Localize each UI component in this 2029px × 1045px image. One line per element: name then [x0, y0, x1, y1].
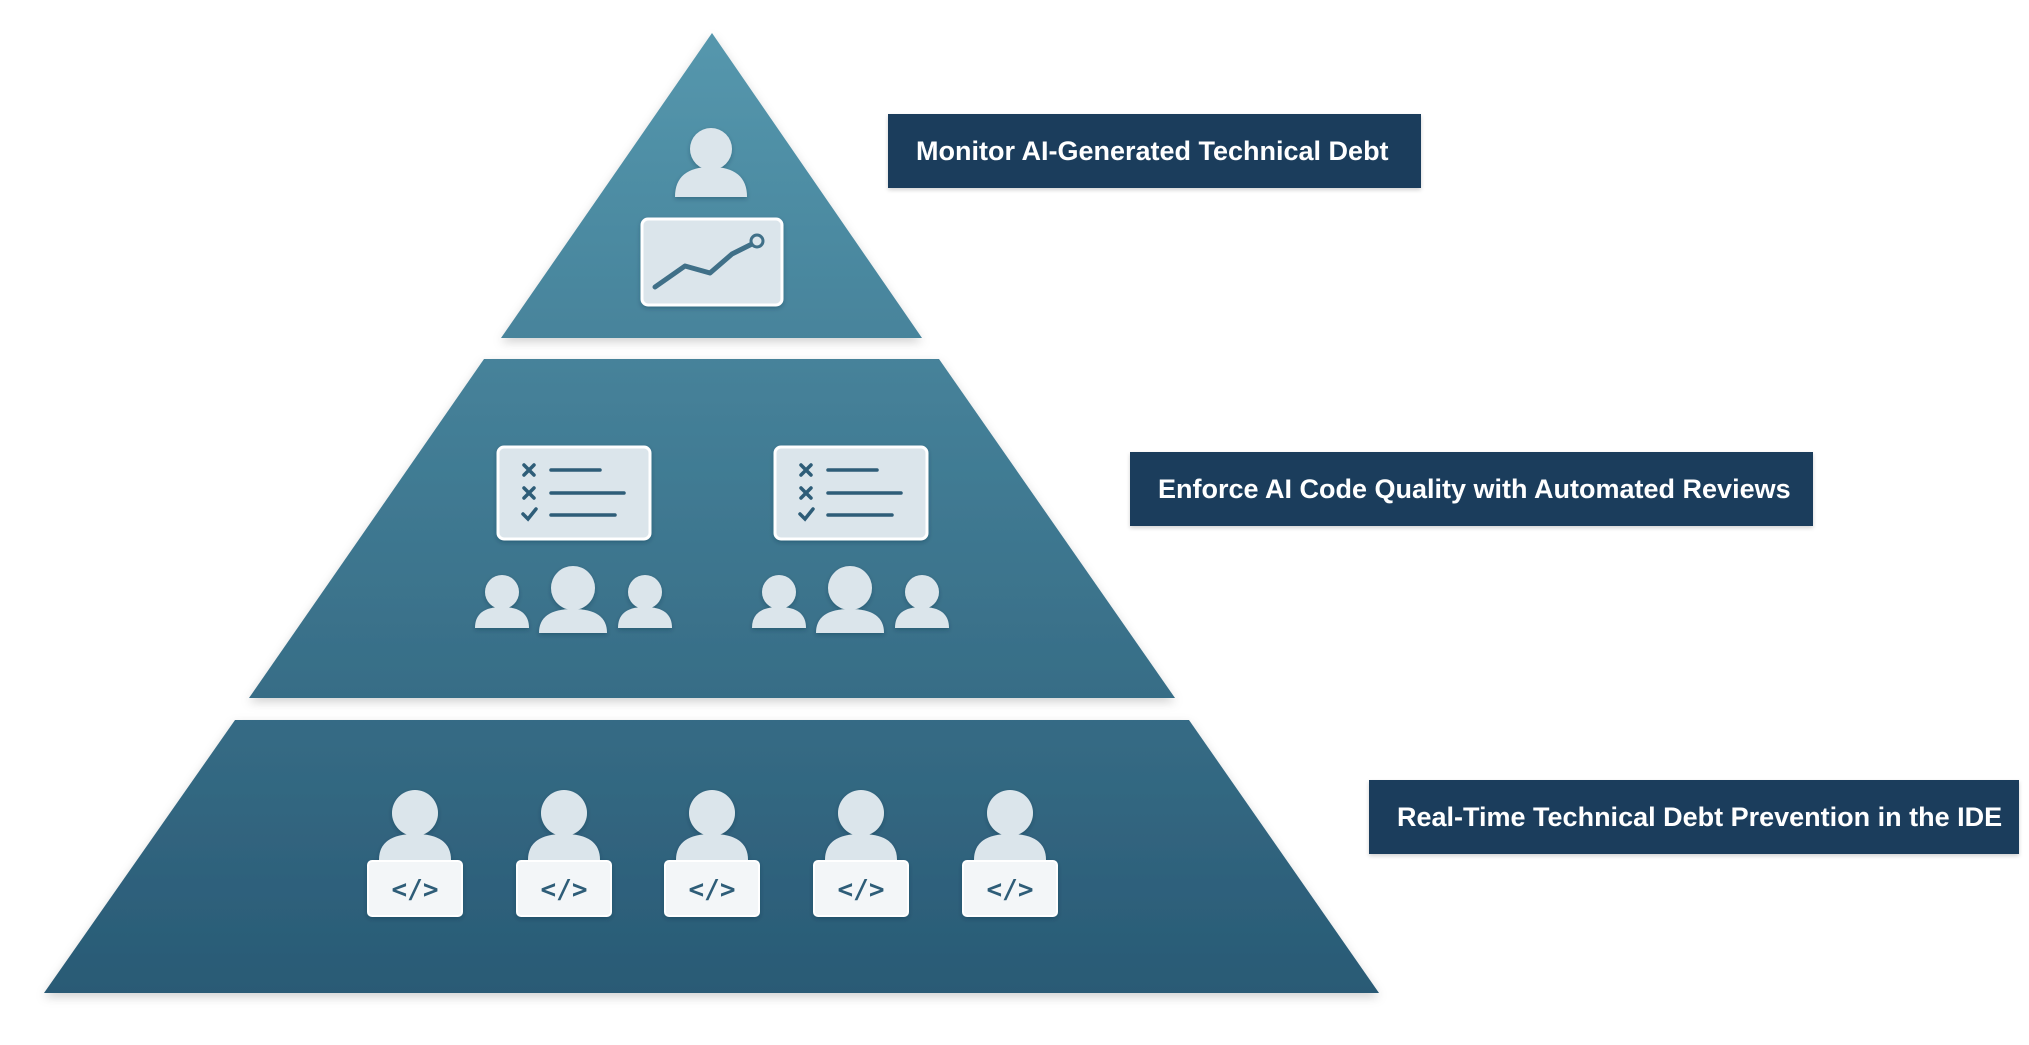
developer-row: </> </> </> </> </> [367, 790, 1058, 917]
tier-label-middle: Enforce AI Code Quality with Automated R… [1130, 452, 1813, 526]
code-symbol: </> [392, 875, 439, 905]
pyramid-tier-middle [249, 359, 1175, 698]
developer-laptop-icon: </> [367, 790, 463, 917]
developer-laptop-icon: </> [516, 790, 612, 917]
developer-laptop-icon: </> [664, 790, 760, 917]
code-symbol: </> [838, 875, 885, 905]
person-group-icon [475, 566, 672, 633]
person-icon [675, 128, 747, 197]
developer-laptop-icon: </> [962, 790, 1058, 917]
tier-label-bottom: Real-Time Technical Debt Prevention in t… [1369, 780, 2019, 854]
tier-label-top: Monitor AI-Generated Technical Debt [888, 114, 1421, 188]
checklist-icon [496, 445, 652, 541]
code-symbol: </> [987, 875, 1034, 905]
checklist-icon [773, 445, 929, 541]
code-symbol: </> [541, 875, 588, 905]
code-symbol: </> [689, 875, 736, 905]
person-group-icon [752, 566, 949, 633]
trend-chart-icon [640, 217, 784, 307]
developer-laptop-icon: </> [813, 790, 909, 917]
tier-name-middle: Teams [272, 449, 349, 542]
